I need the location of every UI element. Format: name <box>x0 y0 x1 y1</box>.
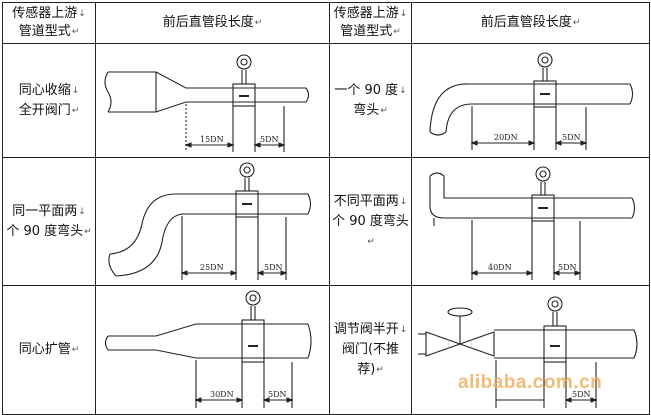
downstream-length-label: 5DN <box>260 135 279 144</box>
diagram-concentric-expander: 30DN 5DN <box>95 285 330 415</box>
header-upstream-type-right: 传感器上游↓ 管道型式↵ <box>329 2 412 44</box>
upstream-length-label: 30DN <box>210 390 234 399</box>
pipe-type-two-elbows-different-planes: 不同平面两↓ 个 90 度弯头↵ <box>329 157 412 286</box>
table-row: 同心收缩↓ 全开阀门↵ <box>2 43 650 158</box>
table-row: 同一平面两↓ 个 90 度弯头↵ 25DN 5DN <box>2 157 650 286</box>
upstream-length-label: 40DN <box>488 263 512 272</box>
upstream-length-label: 20DN <box>494 133 518 142</box>
downstream-length-label: 5DN <box>558 263 577 272</box>
downstream-length-label: 5DN <box>268 390 287 399</box>
downstream-length-label: 5DN <box>572 390 591 399</box>
header-straight-length-right: 前后直管段长度↵ <box>411 2 650 44</box>
header-row: 传感器上游↓ 管道型式↵ 前后直管段长度↵ 传感器上游↓ 管道型式↵ 前后直管段… <box>2 2 650 44</box>
downstream-length-label: 5DN <box>562 133 581 142</box>
diagram-two-elbows-different-planes: 40DN 5DN <box>411 157 650 286</box>
diagram-half-open-control-valve: 5DN <box>411 285 650 415</box>
pipe-type-concentric-expander: 同心扩管↵ <box>2 285 96 415</box>
diagram-two-elbows-same-plane: 25DN 5DN <box>95 157 330 286</box>
diagram-single-90-elbow: 20DN 5DN <box>411 43 650 158</box>
pipe-type-concentric-reducer: 同心收缩↓ 全开阀门↵ <box>2 43 96 158</box>
header-upstream-type-left: 传感器上游↓ 管道型式↵ <box>2 2 96 44</box>
upstream-length-label: 15DN <box>200 135 224 144</box>
upstream-length-label: 25DN <box>200 263 224 272</box>
pipe-type-half-open-control-valve: 调节阀半开↓ 阀门(不推荐)↵ <box>329 285 412 415</box>
table-row: 同心扩管↵ 30DN 5DN <box>2 285 650 415</box>
downstream-length-label: 5DN <box>264 263 283 272</box>
pipe-type-single-90-elbow: 一个 90 度↓ 弯头↵ <box>329 43 412 158</box>
header-straight-length-left: 前后直管段长度↵ <box>95 2 330 44</box>
pipe-type-two-elbows-same-plane: 同一平面两↓ 个 90 度弯头↵ <box>2 157 96 286</box>
watermark: alibaba.com.cn <box>458 372 603 393</box>
diagram-concentric-reducer: 15DN 5DN <box>95 43 330 158</box>
